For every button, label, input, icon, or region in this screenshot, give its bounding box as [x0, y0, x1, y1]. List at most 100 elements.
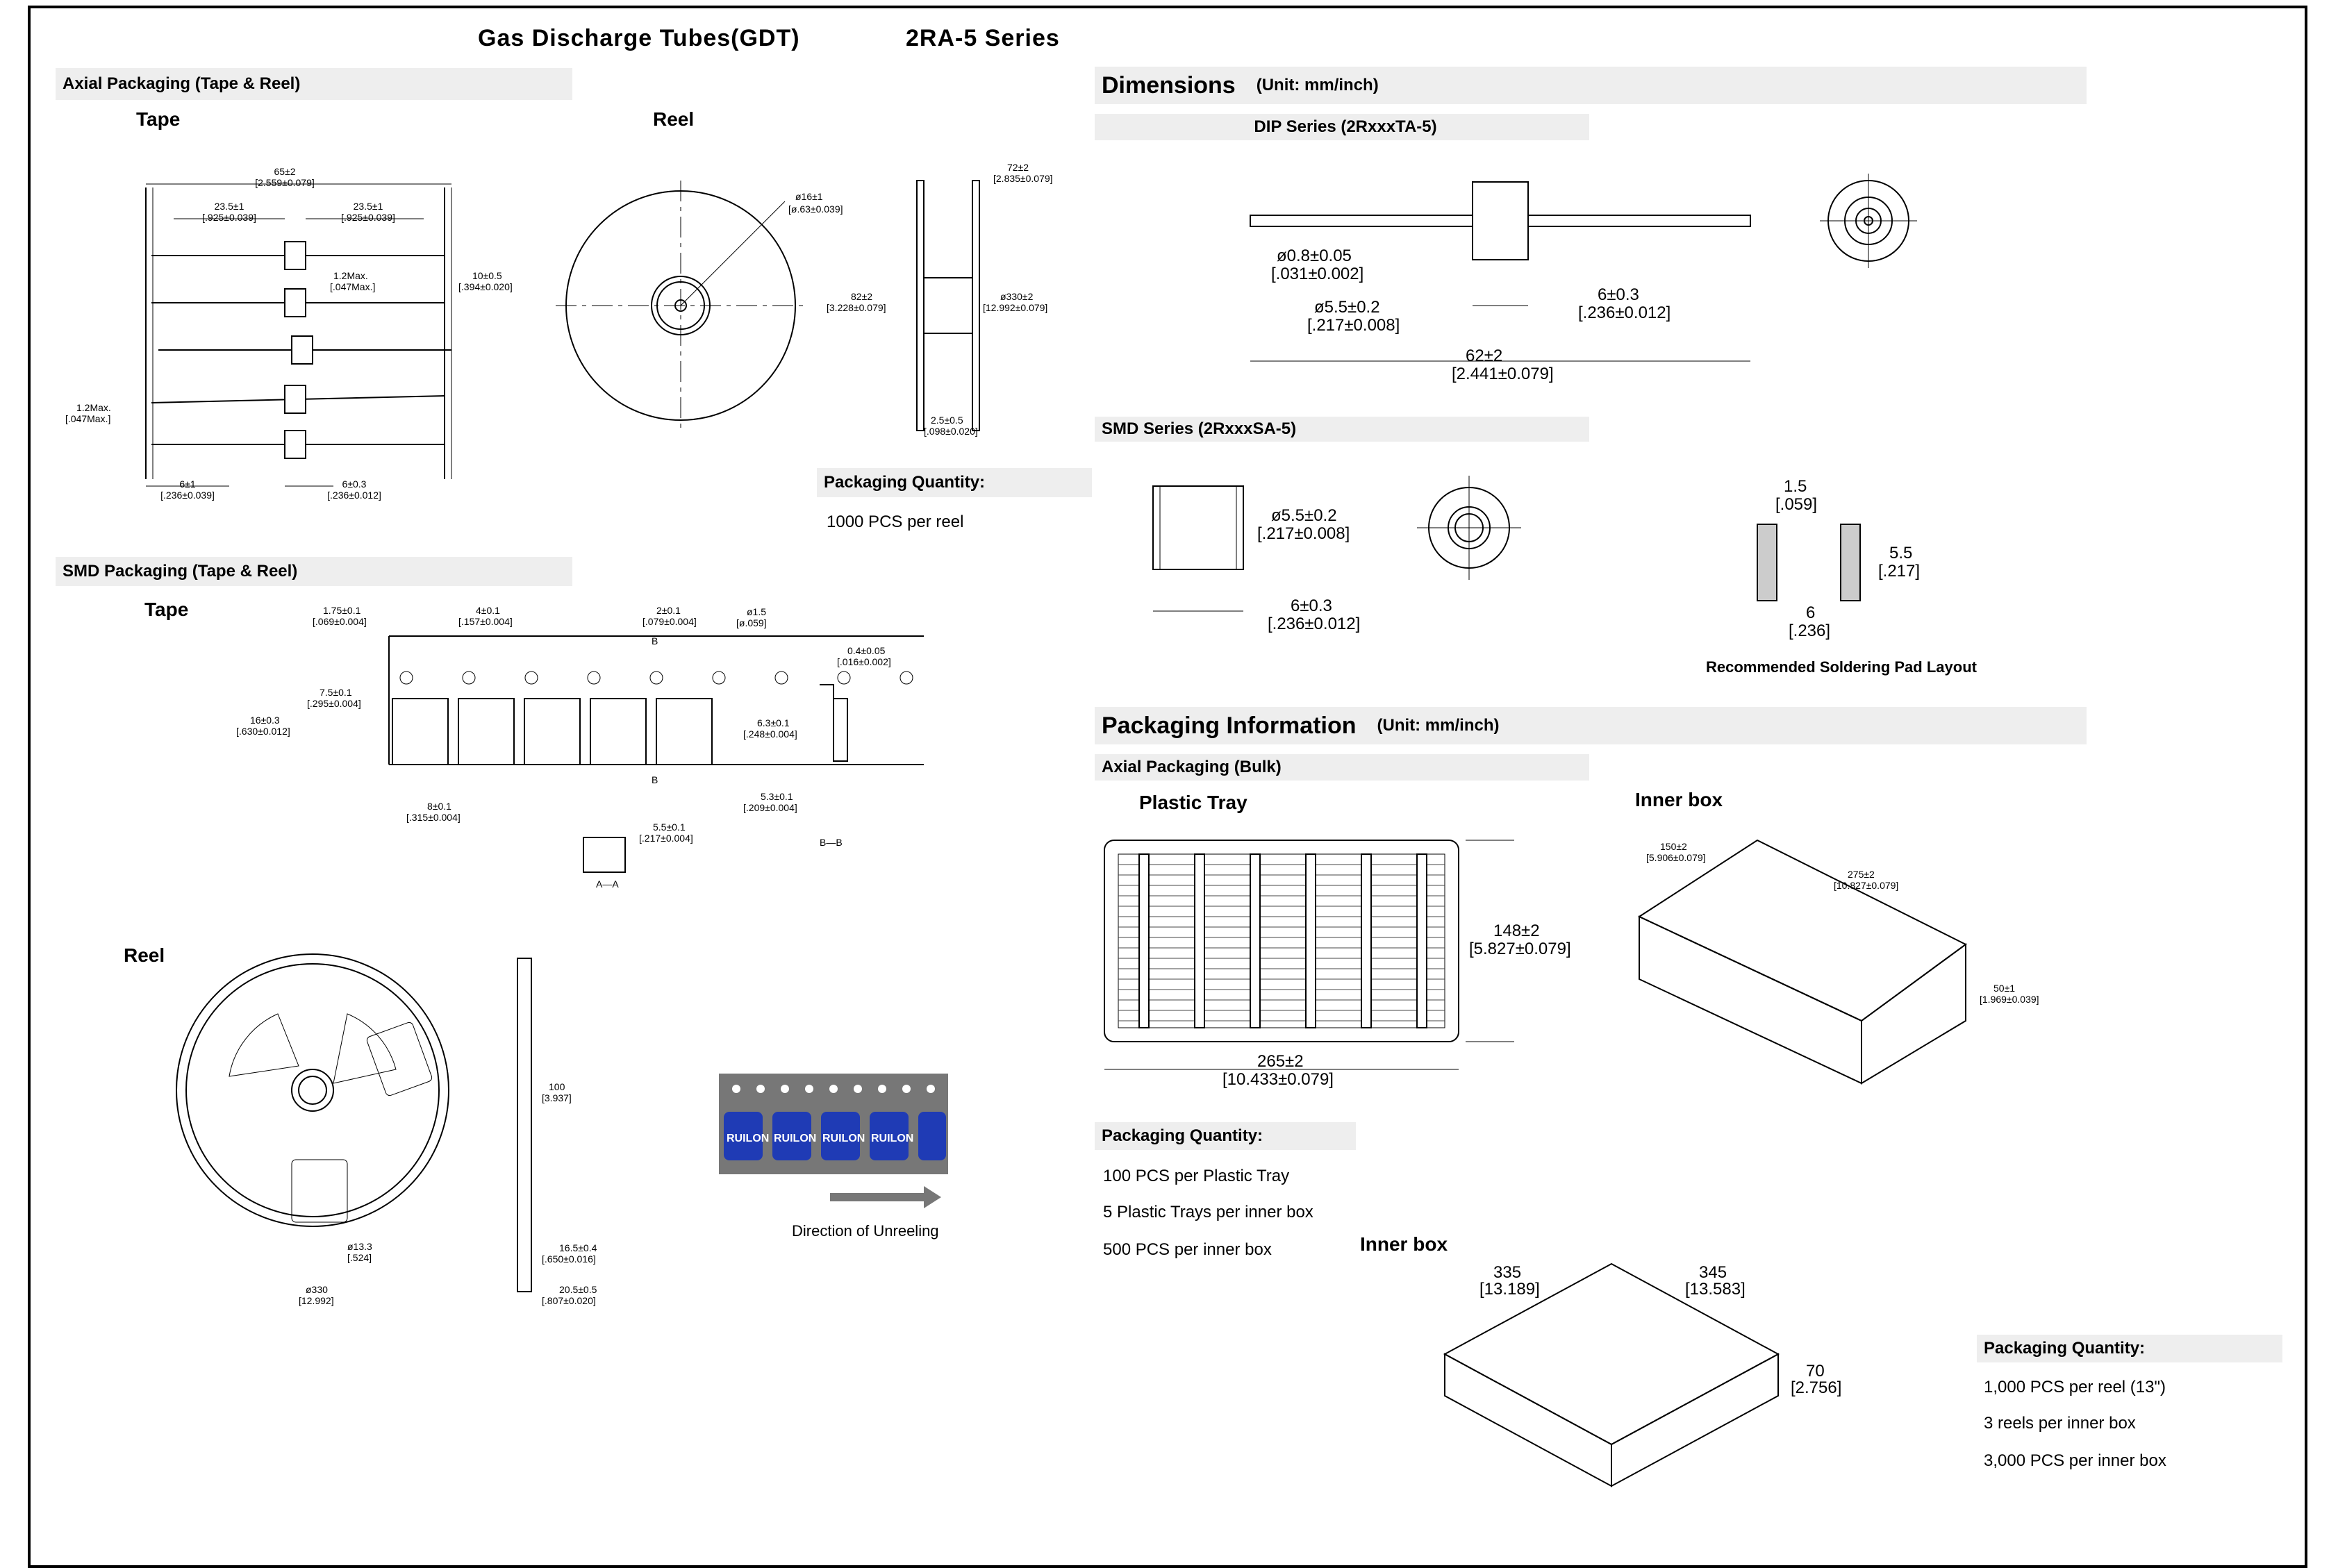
dim-23-5-left: 23.5±1 [215, 201, 244, 212]
packaging-info-title: Packaging Information [1102, 712, 1357, 739]
axial-tape-drawing: 65±2 [2.559±0.079] 23.5±1 [.925±0.039] 2… [65, 166, 513, 501]
smd-dim-7-5: 7.5±0.1 [320, 687, 352, 698]
brand-text: RUILON [727, 1133, 769, 1144]
dim-2-5-inch: [.098±0.020] [924, 426, 978, 437]
axial-reel-drawing: ø16±1 [ø.63±0.039] 72±2 [2.835±0.079] 82… [556, 162, 1053, 437]
dim-16-inch: [ø.63±0.039] [788, 203, 843, 215]
smd-dim-2-inch: [.079±0.004] [642, 616, 697, 627]
dim-72-inch: [2.835±0.079] [993, 173, 1053, 184]
box2-dim-345-inch: [13.583] [1685, 1280, 1746, 1299]
box-dim-275-inch: [10.827±0.079] [1834, 880, 1898, 891]
page-frame [28, 6, 2307, 1568]
reel-dim-100: 100 [549, 1081, 565, 1092]
dim-65-inch: [2.559±0.079] [255, 177, 315, 188]
pad-dim-5-5-inch: [.217] [1878, 562, 1920, 581]
dip-dim-6-inch: [.236±0.012] [1578, 303, 1670, 322]
axial-tape-row [151, 430, 445, 459]
reel-dim-20-5-inch: [.807±0.020] [542, 1295, 596, 1306]
dim-1-2-max-inch: [.047Max.] [330, 281, 375, 292]
smd-tape-drawing: 1.75±0.1 [.069±0.004] 4±0.1 [.157±0.004]… [236, 605, 924, 890]
packaging-info-header: Packaging Information (Unit: mm/inch) [1095, 707, 2087, 744]
tray-qty-header: Packaging Quantity: [1095, 1122, 1356, 1150]
dim-16: ø16±1 [795, 191, 823, 202]
smd-series-drawing: ø5.5±0.2 [.217±0.008] 6±0.3 [.236±0.012]… [1152, 476, 1920, 640]
inner-box-2-drawing: 335 [13.189] 345 [13.583] 70 [2.756] [1443, 1262, 1841, 1487]
page-title: Gas Discharge Tubes(GDT) [478, 25, 800, 51]
dim-330: ø330±2 [1000, 291, 1034, 302]
reel-dim-100-inch: [3.937] [542, 1092, 572, 1103]
axial-qty-header: Packaging Quantity: [817, 468, 1092, 497]
dim-72: 72±2 [1007, 162, 1029, 173]
reel-qty-line-3: 3,000 PCS per inner box [1984, 1451, 2166, 1470]
dim-1-2-max-left: 1.2Max. [76, 402, 111, 413]
box2-dim-335: 335 [1493, 1263, 1521, 1282]
reel-dim-330: ø330 [306, 1284, 328, 1295]
dim-23-5-right-inch: [.925±0.039] [341, 212, 395, 223]
smd-dim-5-5: 5.5±0.1 [653, 821, 686, 833]
dip-dim-62: 62±2 [1466, 347, 1502, 365]
dim-2-5: 2.5±0.5 [931, 415, 963, 426]
reel-dim-20-5: 20.5±0.5 [559, 1284, 597, 1295]
dim-23-5-right: 23.5±1 [354, 201, 383, 212]
smd-dim-1-75: 1.75±0.1 [323, 605, 361, 616]
axial-qty-text: 1000 PCS per reel [827, 512, 964, 531]
reel-qty-header: Packaging Quantity: [1977, 1335, 2282, 1362]
arrow-right-icon [830, 1186, 941, 1208]
smd-tape-label: Tape [144, 599, 189, 620]
reel-dim-16-5: 16.5±0.4 [559, 1242, 597, 1253]
reel-qty-line-2: 3 reels per inner box [1984, 1414, 2136, 1433]
dimensions-header: Dimensions (Unit: mm/inch) [1095, 67, 2087, 104]
smd-dim-16: 16±0.3 [250, 715, 280, 726]
smd-dim-6-inch: [.236±0.012] [1268, 615, 1360, 633]
smd-reel-label: Reel [124, 944, 165, 966]
smd-dim-1-75-inch: [.069±0.004] [313, 616, 367, 627]
smd-dim-5-5-inch: [.217±0.008] [1257, 524, 1350, 543]
inner-box-2-label: Inner box [1360, 1233, 1448, 1255]
tray-dim-265-inch: [10.433±0.079] [1222, 1070, 1334, 1089]
reel-dim-13-3-inch: [.524] [347, 1252, 372, 1263]
smd-dim-6: 6±0.3 [1291, 597, 1332, 615]
dip-dim-6: 6±0.3 [1598, 285, 1639, 304]
dim-10: 10±0.5 [472, 270, 502, 281]
tray-qty-line-2: 5 Plastic Trays per inner box [1103, 1203, 1313, 1221]
pad-dim-5-5: 5.5 [1889, 544, 1912, 562]
pad-dim-6-inch: [.236] [1789, 622, 1830, 640]
dim-1-2-max: 1.2Max. [333, 270, 368, 281]
section-b-b: B—B [820, 837, 843, 848]
box-dim-150: 150±2 [1660, 841, 1687, 852]
smd-dim-5-5: ø5.5±0.2 [1271, 506, 1337, 525]
smd-dim-5-3-inch: [.209±0.004] [743, 802, 797, 813]
brand-text: RUILON [871, 1133, 913, 1144]
smd-dim-6-3: 6.3±0.1 [757, 717, 790, 728]
dim-330-inch: [12.992±0.079] [983, 302, 1047, 313]
smd-dim-5-3: 5.3±0.1 [761, 791, 793, 802]
dip-dim-5-5-inch: [.217±0.008] [1307, 316, 1400, 335]
box2-dim-345: 345 [1699, 1263, 1727, 1282]
smd-dim-6-3-inch: [.248±0.004] [743, 728, 797, 740]
brand-text: RUILON [774, 1133, 816, 1144]
dimensions-unit: (Unit: mm/inch) [1256, 76, 1379, 94]
box-dim-50-inch: [1.969±0.039] [1980, 994, 2039, 1005]
dim-1-2-max-left-inch: [.047Max.] [65, 413, 110, 424]
box2-dim-70-inch: [2.756] [1791, 1378, 1841, 1397]
axial-tape-row [151, 288, 445, 317]
dip-dim-0-8-inch: [.031±0.002] [1271, 265, 1363, 283]
tray-dim-148: 148±2 [1493, 921, 1540, 940]
pad-dim-6: 6 [1806, 603, 1815, 622]
inner-box-drawing: 150±2 [5.906±0.079] 275±2 [10.827±0.079]… [1637, 839, 2039, 1085]
dip-dim-5-5: ø5.5±0.2 [1314, 298, 1380, 317]
axial-reel-label: Reel [653, 108, 695, 130]
packaging-info-unit: (Unit: mm/inch) [1377, 716, 1500, 735]
box2-dim-335-inch: [13.189] [1479, 1280, 1540, 1299]
smd-dim-4-inch: [.157±0.004] [458, 616, 513, 627]
axial-tape-row [151, 241, 445, 270]
dim-82-inch: [3.228±0.079] [827, 302, 886, 313]
tray-dim-265: 265±2 [1257, 1052, 1304, 1071]
tray-qty-line-1: 100 PCS per Plastic Tray [1103, 1167, 1290, 1185]
smd-dim-1-5: ø1.5 [747, 606, 766, 617]
box-dim-50: 50±1 [1993, 983, 2015, 994]
pad-layout-caption: Recommended Soldering Pad Layout [1706, 658, 1977, 676]
dim-6-inch: [.236±0.039] [160, 490, 215, 501]
section-b-bottom: B [652, 774, 658, 785]
dip-dim-0-8: ø0.8±0.05 [1277, 247, 1352, 265]
